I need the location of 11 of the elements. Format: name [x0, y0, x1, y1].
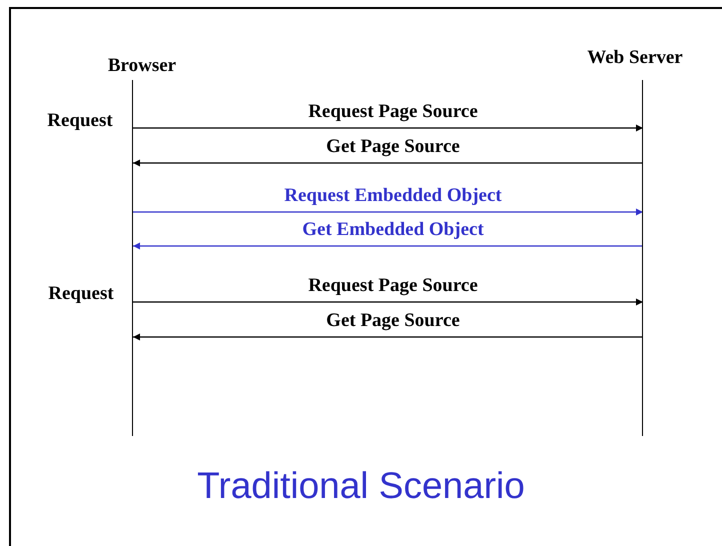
message-label: Request Page Source — [308, 275, 478, 297]
message-label: Get Embedded Object — [302, 219, 484, 241]
step-label: Request — [48, 283, 114, 305]
message-label: Request Embedded Object — [284, 185, 502, 207]
message-label: Get Page Source — [326, 136, 460, 158]
participant-label: Browser — [108, 55, 176, 77]
participant-label: Web Server — [587, 47, 683, 69]
step-label: Request — [47, 110, 113, 132]
message-label: Request Page Source — [308, 101, 478, 123]
slide-title: Traditional Scenario — [197, 465, 525, 506]
message-label: Get Page Source — [326, 310, 460, 332]
